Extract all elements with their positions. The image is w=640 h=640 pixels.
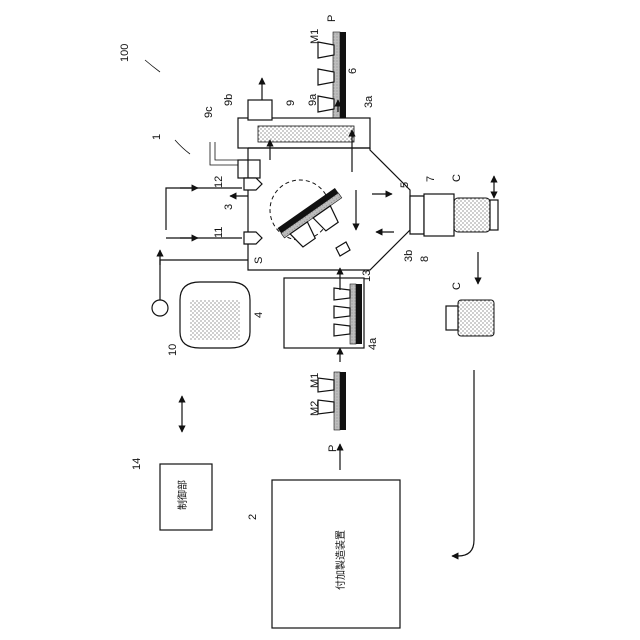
- svg-text:付加製造装置: 付加製造装置: [334, 530, 347, 590]
- svg-text:P: P: [326, 15, 338, 22]
- svg-text:6: 6: [347, 68, 359, 74]
- svg-text:8: 8: [419, 256, 431, 262]
- svg-text:7: 7: [425, 176, 437, 182]
- svg-text:9a: 9a: [307, 93, 319, 106]
- svg-text:P: P: [327, 445, 339, 452]
- svg-text:M1: M1: [309, 29, 321, 44]
- chamber-4: 4 4a: [253, 268, 379, 362]
- svg-text:14: 14: [131, 458, 143, 470]
- svg-text:9c: 9c: [203, 106, 215, 118]
- svg-text:C: C: [451, 174, 463, 182]
- svg-text:12: 12: [213, 176, 225, 188]
- plate-6: [340, 32, 346, 128]
- svg-text:M1: M1: [309, 373, 321, 388]
- svg-text:10: 10: [167, 344, 179, 356]
- svg-text:M2: M2: [309, 401, 321, 416]
- controller-14: 制御部 14: [131, 458, 212, 530]
- svg-text:3a: 3a: [363, 95, 375, 108]
- system-label-100: 100: [119, 44, 160, 72]
- svg-text:9: 9: [285, 100, 297, 106]
- svg-text:3b: 3b: [403, 250, 415, 262]
- svg-text:制御部: 制御部: [176, 480, 189, 510]
- rotating-stage: [270, 180, 352, 253]
- svg-text:C: C: [451, 282, 463, 290]
- svg-text:4a: 4a: [367, 337, 379, 350]
- tank-10: 10: [152, 282, 250, 356]
- svg-text:11: 11: [213, 227, 225, 238]
- svg-text:4: 4: [253, 312, 265, 318]
- device-2: 付加製造装置 2: [247, 480, 400, 628]
- chamber-3: 1 3 S: [151, 134, 410, 270]
- container-c-out: C: [446, 252, 494, 336]
- svg-text:9b: 9b: [223, 94, 235, 106]
- parts-top: [318, 42, 334, 112]
- unit-9: 9 9a 9b 9c 3a: [203, 78, 375, 178]
- return-arrow-icon: [452, 370, 474, 556]
- svg-text:S: S: [253, 257, 265, 264]
- plate-top-group: M1 P 6: [309, 15, 359, 128]
- svg-text:3: 3: [223, 204, 235, 210]
- svg-text:2: 2: [247, 514, 259, 520]
- parts-middle: M1 M2 P: [309, 372, 346, 470]
- svg-text:100: 100: [119, 44, 131, 62]
- svg-text:5: 5: [399, 182, 411, 188]
- svg-text:1: 1: [151, 134, 163, 140]
- collection-unit: 5 7 C 3b 8: [399, 174, 498, 262]
